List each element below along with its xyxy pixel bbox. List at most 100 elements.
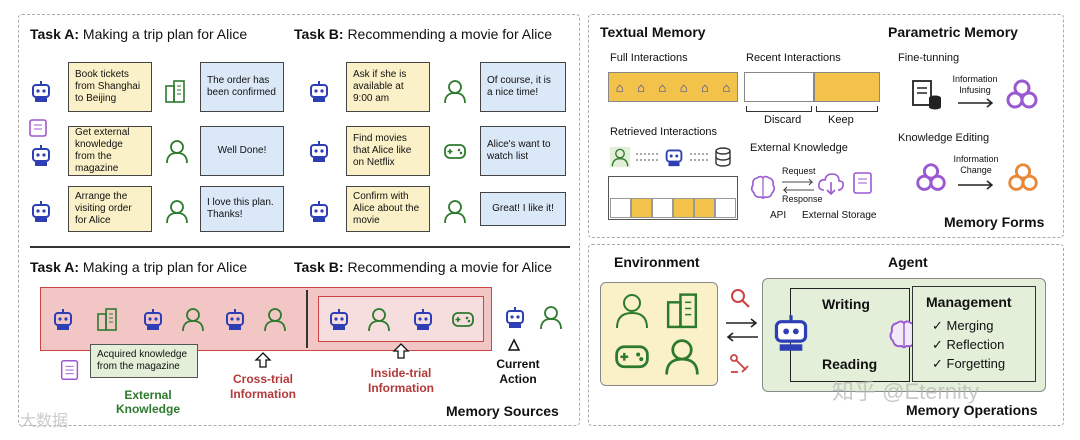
memory-sources-footer: Memory Sources: [446, 403, 559, 419]
exchange-arrows-icon: [690, 153, 708, 161]
retrieved-cells: [610, 198, 736, 218]
trial-separator: [306, 290, 308, 348]
memory-operations-panel: [588, 244, 1064, 426]
openai-logo-icon: [916, 163, 946, 191]
magazine-icon: [29, 119, 47, 137]
gamepad-icon: [615, 345, 649, 369]
op-merging: ✓ Merging: [932, 318, 994, 333]
parametric-memory-title: Parametric Memory: [888, 24, 1018, 40]
response-label: Response: [782, 194, 823, 204]
exchange-arrows-icon: [726, 318, 758, 342]
user-icon: [166, 200, 188, 224]
arrow-up-icon: [254, 352, 272, 368]
task-a-bubble-1: Book tickets from Shanghai to Beijing: [68, 62, 152, 112]
user-icon: [444, 200, 466, 224]
user-icon: [665, 339, 699, 375]
task-b-bubble-2: Find movies that Alice like on Netflix: [346, 126, 430, 176]
task-b-bubble-1: Ask if she is available at 9:00 am: [346, 62, 430, 112]
op-reflection: ✓ Reflection: [932, 337, 1005, 352]
external-storage-label: External Storage: [802, 210, 877, 221]
brain-icon: [750, 175, 776, 199]
retrieved-interactions-label: Retrieved Interactions: [610, 126, 717, 138]
user-icon: [166, 140, 188, 164]
management-box: [912, 286, 1036, 382]
arrow-right-icon: [958, 98, 994, 108]
finetune-label: Fine-tunning: [898, 52, 960, 64]
task-b-reply-2: Alice's want to watch list: [480, 126, 566, 176]
task-b-reply-1: Of course, it is a nice time!: [480, 62, 566, 112]
task-a-reply-1: The order has been confirmed: [200, 62, 284, 112]
user-icon: [444, 80, 466, 104]
task-a-title-bottom: Task A: Making a trip plan for Alice: [30, 259, 248, 275]
keep-bracket: [816, 106, 878, 112]
exchange-arrows-icon: [636, 153, 658, 161]
robot-icon: [54, 309, 72, 330]
bigdata-watermark: 大数据: [20, 413, 69, 430]
agent-title: Agent: [888, 254, 928, 270]
user-icon: [182, 308, 204, 332]
task-a-reply-2: Well Done!: [200, 126, 284, 176]
task-a-bubble-3: Arrange the visiting order for Alice: [68, 186, 152, 232]
inside-trial-label: Inside-trial Information: [368, 366, 434, 395]
keep-label: Keep: [828, 114, 854, 126]
info-infusing-label: Information Infusing: [952, 74, 998, 95]
discard-label: Discard: [764, 114, 802, 126]
robot-icon: [310, 81, 328, 102]
building-icon: [165, 80, 185, 103]
request-response-arrows: [782, 178, 814, 194]
robot-icon: [665, 149, 683, 167]
full-interactions-row: ⌂⌂⌂⌂⌂⌂: [608, 72, 738, 102]
discard-bracket: [746, 106, 812, 112]
user-icon: [540, 306, 562, 330]
arrow-right-icon: [958, 180, 994, 190]
search-icon: [731, 289, 750, 308]
full-interactions-label: Full Interactions: [610, 52, 688, 64]
management-title: Management: [926, 294, 1012, 310]
robot-icon: [32, 145, 50, 166]
api-label: API: [770, 210, 787, 221]
knowledge-edit-label: Knowledge Editing: [898, 132, 990, 144]
triangle-up-icon: [507, 338, 521, 351]
robot-icon: [414, 309, 432, 330]
recent-interactions-label: Recent Interactions: [746, 52, 841, 64]
robot-icon: [32, 81, 50, 102]
robot-icon: [506, 307, 524, 328]
op-forgetting: ✓ Forgetting: [932, 356, 1006, 371]
robot-icon: [310, 201, 328, 222]
users-icon: [616, 294, 648, 329]
document-database-icon: [912, 80, 941, 110]
magazine-icon: [60, 360, 79, 380]
task-b-title-bottom: Task B: Recommending a movie for Alice: [294, 259, 553, 275]
robot-icon: [310, 141, 328, 162]
database-icon: [715, 147, 731, 167]
section-divider: [30, 246, 570, 248]
user-icon: [368, 308, 390, 332]
current-action-label: Current Action: [496, 357, 540, 386]
building-icon: [666, 293, 698, 329]
task-a-title: Task A: Making a trip plan for Alice: [30, 26, 248, 42]
robot-icon: [774, 315, 808, 351]
external-knowledge-label: External Knowledge: [115, 388, 180, 416]
info-change-label: Information Change: [953, 154, 999, 175]
memory-operations-footer: Memory Operations: [906, 402, 1038, 418]
task-b-bubble-3: Confirm with Alice about the movie: [346, 186, 430, 232]
gamepad-icon: [444, 144, 466, 159]
keep-cells: [814, 72, 880, 102]
cross-trial-label: Cross-trial Information: [230, 372, 296, 401]
robot-icon: [330, 309, 348, 330]
environment-box: [600, 282, 718, 386]
storage-icon: [853, 172, 872, 194]
reading-label: Reading: [822, 356, 878, 372]
robot-icon: [32, 201, 50, 222]
writing-label: Writing: [822, 296, 870, 312]
textual-memory-title: Textual Memory: [600, 24, 706, 40]
external-knowledge-form-label: External Knowledge: [750, 142, 848, 154]
openai-logo-icon: [1006, 79, 1038, 109]
robot-icon: [144, 309, 162, 330]
discard-cells: [744, 72, 814, 102]
environment-title: Environment: [614, 254, 700, 270]
memory-sources-panel: [18, 14, 580, 426]
task-b-title: Task B: Recommending a movie for Alice: [294, 26, 553, 42]
gamepad-icon: [452, 312, 474, 327]
task-a-reply-3: I love this plan. Thanks!: [200, 186, 284, 232]
